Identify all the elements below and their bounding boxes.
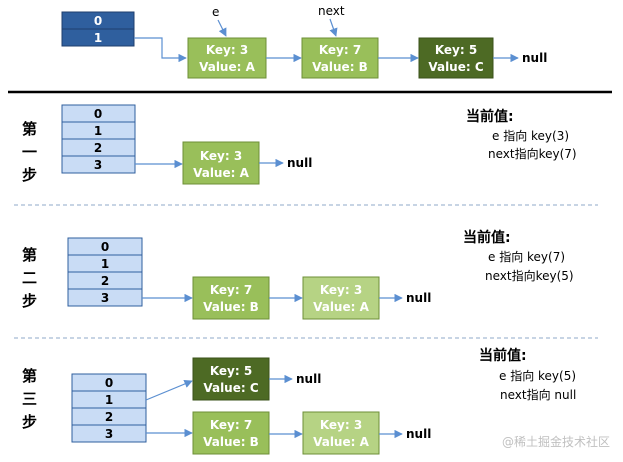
step-2-current: 当前值: e 指向 key(7) next指向key(5) — [463, 229, 574, 283]
top-node-1: Key: 3 Value: A — [187, 37, 267, 79]
svg-text:步: 步 — [22, 292, 37, 310]
step-1-node-1: Key: 3 Value: A — [182, 141, 260, 185]
svg-text:当前值:: 当前值: — [463, 229, 511, 246]
step-3-node-a: Key: 3 Value: A — [302, 411, 380, 455]
top-node-3-value: Value: C — [428, 60, 484, 74]
step-1-table: 0 1 2 3 — [61, 104, 136, 174]
svg-text:3: 3 — [94, 158, 102, 172]
svg-text:1: 1 — [94, 124, 102, 138]
step-1-null: null — [287, 156, 312, 170]
top-node-2-value: Value: B — [312, 60, 368, 74]
svg-text:next指向key(7): next指向key(7) — [488, 146, 577, 161]
top-null-label: null — [522, 51, 547, 65]
svg-text:Key: 3: Key: 3 — [320, 418, 362, 432]
svg-text:Value: A: Value: A — [313, 435, 370, 449]
step-2-label: 第 二 步 — [22, 246, 37, 310]
top-node-1-value: Value: A — [199, 60, 256, 74]
pointer-e-label: e — [212, 5, 219, 19]
pointer-next-arrow — [329, 18, 338, 37]
svg-text:2: 2 — [101, 274, 109, 288]
svg-text:e 指向 key(3): e 指向 key(3) — [492, 128, 569, 143]
svg-text:Key: 3: Key: 3 — [320, 283, 362, 297]
step-2-node-2: Key: 3 Value: A — [302, 276, 380, 320]
step-3-table: 0 1 2 3 — [71, 373, 147, 443]
old-table-slot-1-label: 1 — [94, 31, 102, 45]
watermark: @稀土掘金技术社区 — [502, 434, 610, 449]
step-3-null-2: null — [406, 427, 431, 441]
svg-text:next指向key(5): next指向key(5) — [485, 268, 574, 283]
top-node-3-key: Key: 5 — [435, 43, 477, 57]
svg-text:Value: C: Value: C — [203, 381, 259, 395]
step-1-label: 第 一 步 — [22, 120, 37, 184]
svg-text:当前值:: 当前值: — [466, 108, 514, 125]
svg-text:Value: B: Value: B — [203, 300, 259, 314]
svg-text:Key: 7: Key: 7 — [210, 418, 252, 432]
svg-text:1: 1 — [105, 393, 113, 407]
svg-text:Key: 5: Key: 5 — [210, 364, 252, 378]
svg-text:2: 2 — [94, 141, 102, 155]
top-node-1-key: Key: 3 — [206, 43, 248, 57]
step-1-current: 当前值: e 指向 key(3) next指向key(7) — [466, 108, 577, 161]
svg-text:第: 第 — [22, 367, 37, 385]
svg-text:0: 0 — [94, 107, 102, 121]
top-node-2: Key: 7 Value: B — [301, 37, 379, 79]
step-3-node-b: Key: 7 Value: B — [192, 411, 270, 455]
svg-text:步: 步 — [22, 413, 37, 431]
svg-text:next指向 null: next指向 null — [500, 387, 576, 402]
svg-text:第: 第 — [22, 246, 37, 264]
svg-text:第: 第 — [22, 120, 37, 138]
svg-text:0: 0 — [105, 376, 113, 390]
step-3-current: 当前值: e 指向 key(5) next指向 null — [479, 347, 576, 402]
old-table-slot-0-label: 0 — [94, 14, 102, 28]
svg-text:2: 2 — [105, 410, 113, 424]
step-2-node-1: Key: 7 Value: B — [192, 276, 270, 320]
svg-text:三: 三 — [22, 390, 37, 408]
step-2-table: 0 1 2 3 — [67, 237, 143, 307]
step-3-null-1: null — [296, 372, 321, 386]
svg-text:e 指向 key(5): e 指向 key(5) — [499, 368, 576, 383]
svg-text:当前值:: 当前值: — [479, 347, 527, 364]
step-3-label: 第 三 步 — [22, 367, 37, 431]
old-slot-1-arrow — [134, 37, 187, 63]
svg-text:Value: A: Value: A — [193, 166, 250, 180]
svg-text:一: 一 — [22, 143, 37, 161]
old-table: 0 1 — [61, 11, 135, 47]
pointer-next-label: next — [318, 4, 345, 18]
svg-text:3: 3 — [105, 427, 113, 441]
svg-text:Value: B: Value: B — [203, 435, 259, 449]
top-node-3: Key: 5 Value: C — [418, 37, 494, 79]
pointer-e-arrow — [217, 19, 227, 37]
step-2-null: null — [406, 291, 431, 305]
svg-text:e 指向 key(7): e 指向 key(7) — [488, 249, 565, 264]
top-node-2-key: Key: 7 — [319, 43, 361, 57]
svg-text:3: 3 — [101, 291, 109, 305]
svg-text:Key: 3: Key: 3 — [200, 149, 242, 163]
step-3-node-c: Key: 5 Value: C — [192, 357, 270, 401]
svg-text:Value: A: Value: A — [313, 300, 370, 314]
svg-text:二: 二 — [22, 269, 37, 287]
step-3-slot-1-arrow — [145, 380, 193, 401]
svg-text:步: 步 — [22, 166, 37, 184]
svg-text:1: 1 — [101, 257, 109, 271]
svg-text:Key: 7: Key: 7 — [210, 283, 252, 297]
svg-text:0: 0 — [101, 240, 109, 254]
